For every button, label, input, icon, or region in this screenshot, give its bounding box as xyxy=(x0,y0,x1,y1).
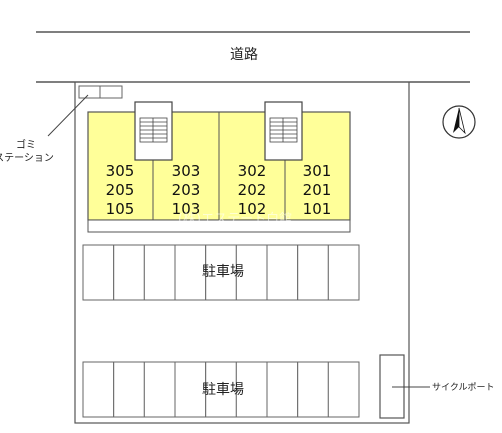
unit-column-1: 305 205 105 xyxy=(106,162,135,218)
parking-space xyxy=(235,244,268,301)
stairs-icon xyxy=(134,101,173,161)
unit-number: 102 xyxy=(238,200,267,218)
parking-space xyxy=(266,361,299,418)
parking-space xyxy=(174,244,207,301)
site-boundary xyxy=(74,81,410,424)
building-corridor xyxy=(87,219,351,233)
garbage-label-line2: ステーション xyxy=(0,153,54,164)
parking-label-lower: 駐車場 xyxy=(202,381,244,398)
parking-space xyxy=(297,361,329,418)
parking-space xyxy=(143,244,176,301)
unit-number: 103 xyxy=(172,200,201,218)
stairs-icon xyxy=(264,101,303,161)
unit-column-2: 303 203 103 xyxy=(172,162,201,218)
unit-number: 202 xyxy=(238,181,267,199)
unit-number: 101 xyxy=(303,200,332,218)
parking-label-upper: 駐車場 xyxy=(202,263,244,280)
parking-space xyxy=(205,361,237,418)
unit-number: 302 xyxy=(238,162,267,180)
parking-space xyxy=(235,361,268,418)
apartment-building xyxy=(87,111,351,233)
watermark-text: (株)エステート白館 xyxy=(178,211,292,227)
garbage-leader-line xyxy=(47,94,89,137)
parking-space xyxy=(266,244,299,301)
unit-number: 205 xyxy=(106,181,135,199)
parking-space xyxy=(82,244,115,301)
parking-lot-lower xyxy=(82,361,360,418)
garbage-label-line1: ゴミ xyxy=(16,138,36,151)
parking-space xyxy=(113,361,145,418)
parking-space xyxy=(297,244,329,301)
unit-column-4: 301 201 101 xyxy=(303,162,332,218)
parking-space xyxy=(327,244,360,301)
road-label: 道路 xyxy=(230,47,258,63)
garbage-station-box-right xyxy=(99,85,123,99)
unit-number: 203 xyxy=(172,181,201,199)
unit-number: 303 xyxy=(172,162,201,180)
parking-space xyxy=(82,361,115,418)
north-arrow-icon xyxy=(442,105,476,139)
unit-number: 105 xyxy=(106,200,135,218)
unit-number: 201 xyxy=(303,181,332,199)
parking-space xyxy=(143,361,176,418)
bicycle-port-label: サイクルポート xyxy=(432,382,495,393)
parking-space xyxy=(205,244,237,301)
unit-column-3: 302 202 102 xyxy=(238,162,267,218)
parking-space xyxy=(327,361,360,418)
parking-space xyxy=(113,244,145,301)
unit-number: 301 xyxy=(303,162,332,180)
garbage-station-box-left xyxy=(78,85,101,99)
unit-number: 305 xyxy=(106,162,135,180)
parking-lot-upper xyxy=(82,244,360,301)
